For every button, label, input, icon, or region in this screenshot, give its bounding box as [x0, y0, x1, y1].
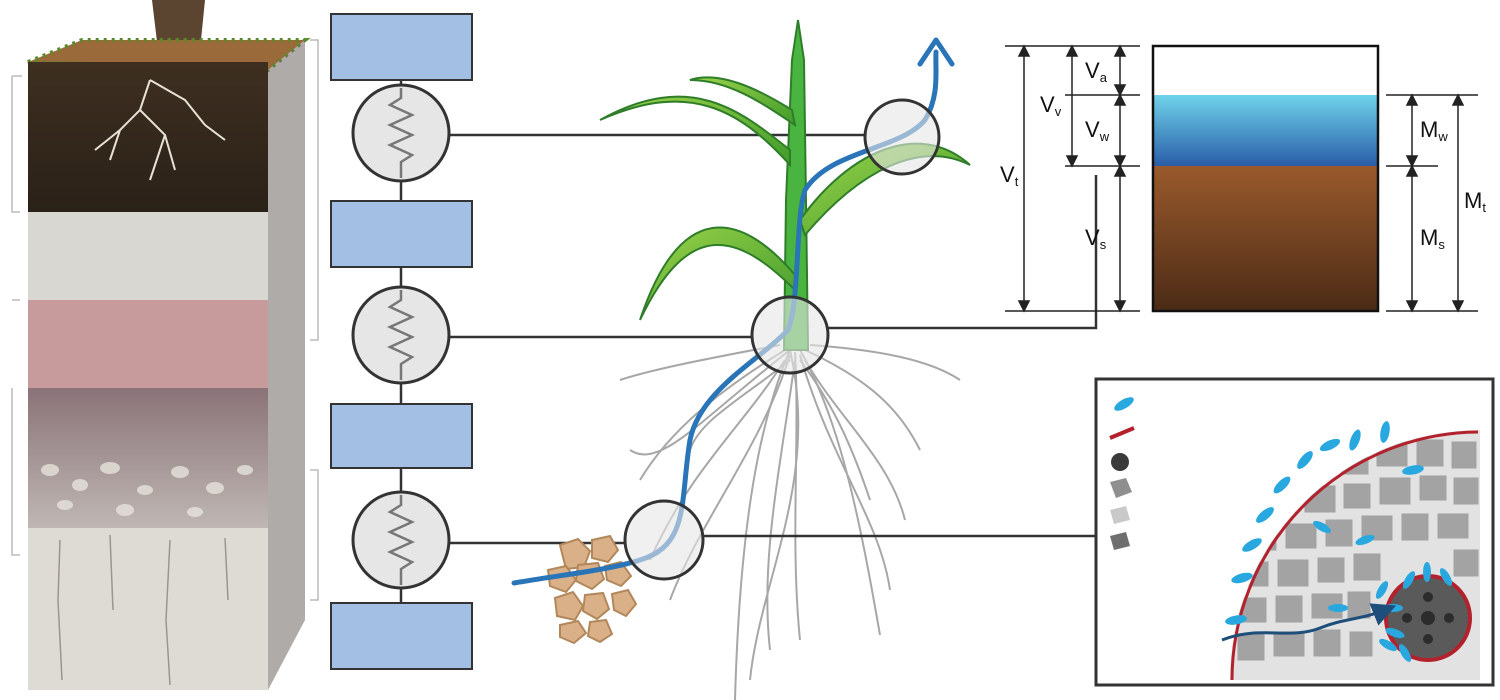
resistor-node-3 — [351, 490, 451, 590]
gravel-pebbles — [41, 462, 253, 517]
plant-leaf — [689, 76, 797, 128]
layer-brackets — [11, 39, 319, 601]
bedrock-layer — [28, 528, 268, 690]
phase-column-outline — [1151, 44, 1380, 313]
resistance-box-1 — [330, 13, 473, 81]
soil-aggregates — [546, 534, 638, 645]
resistance-box-4 — [330, 602, 473, 670]
resistor-node-2 — [351, 285, 451, 385]
soil-block-side — [268, 40, 305, 690]
root-soil-node — [623, 499, 705, 581]
label-vv: Vv — [1040, 92, 1062, 119]
resistor-node-1 — [351, 83, 451, 183]
stem-node — [750, 295, 830, 375]
phase-air — [1153, 46, 1378, 95]
eluvial-layer — [28, 212, 268, 300]
tree-trunk — [152, 0, 205, 50]
root-cross-section — [1384, 574, 1472, 662]
label-va: Va — [1085, 58, 1108, 85]
legend-root-core-swatch — [1111, 453, 1129, 471]
leaf-node — [863, 98, 941, 176]
plant — [511, 19, 971, 700]
resistance-box-3 — [330, 403, 473, 469]
label-vt: Vt — [1000, 162, 1019, 189]
legend-particle-dark-swatch — [1110, 478, 1132, 498]
label-vs: Vs — [1085, 225, 1107, 252]
legend-particle-mid-swatch — [1110, 532, 1130, 550]
plant-leaf — [599, 95, 791, 168]
label-vw: Vw — [1085, 117, 1110, 144]
legend-water-film-swatch — [1114, 397, 1134, 411]
label-mt: Mt — [1464, 188, 1486, 215]
soil-profile-block — [11, 0, 319, 690]
red-layer — [28, 300, 268, 388]
root-soil-interface-panel — [1094, 377, 1495, 687]
water-films — [1225, 421, 1453, 662]
legend-root-membrane-swatch — [1109, 426, 1135, 440]
connector-to-phase-diagram — [828, 175, 1098, 330]
water-uptake-arrow — [1221, 603, 1397, 642]
label-mw: Mw — [1420, 117, 1448, 144]
resistance-chain — [330, 13, 866, 670]
water-flow-arrowhead — [917, 37, 955, 67]
legend-particle-light-swatch — [1110, 506, 1130, 524]
topsoil-roots — [94, 79, 226, 181]
soil-phase-diagram: Va Vv Vw Vt Vs Mw Mt Ms — [1000, 44, 1486, 313]
label-ms: Ms — [1420, 225, 1445, 252]
plant-leaf — [639, 226, 796, 321]
phase-water — [1153, 95, 1378, 166]
resistance-box-2 — [330, 200, 473, 268]
bedrock-cracks — [57, 534, 229, 686]
root-membrane-edge — [1230, 430, 1479, 680]
phase-solid — [1153, 166, 1378, 311]
legend — [1109, 397, 1135, 550]
